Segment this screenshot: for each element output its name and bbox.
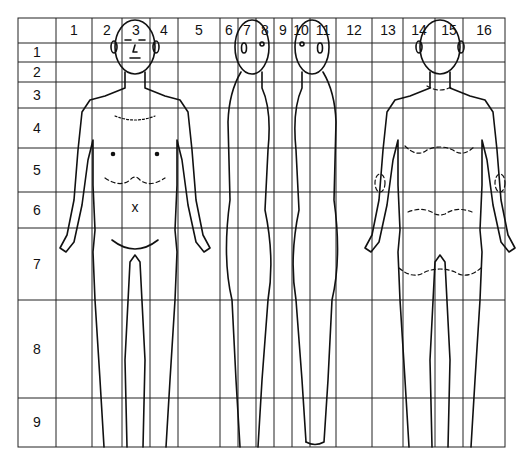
column-number: 15 bbox=[441, 22, 457, 38]
row-number: 4 bbox=[33, 120, 41, 136]
side-figure bbox=[226, 20, 270, 447]
column-number: 7 bbox=[243, 22, 251, 38]
front-figure bbox=[60, 20, 210, 447]
column-number: 12 bbox=[346, 22, 362, 38]
column-number: 8 bbox=[261, 22, 269, 38]
column-number: 4 bbox=[160, 22, 168, 38]
row-number: 7 bbox=[33, 256, 41, 272]
row-number: 1 bbox=[33, 44, 41, 60]
column-number: 5 bbox=[195, 22, 203, 38]
column-number: 3 bbox=[132, 22, 140, 38]
row-number: 5 bbox=[33, 162, 41, 178]
column-number: 11 bbox=[316, 22, 331, 38]
side-figure bbox=[293, 20, 337, 445]
row-number: 2 bbox=[33, 64, 41, 80]
row-number: 6 bbox=[33, 202, 41, 218]
row-number: 9 bbox=[33, 414, 41, 430]
column-number: 6 bbox=[225, 22, 233, 38]
column-number: 13 bbox=[380, 22, 396, 38]
column-number: 1 bbox=[70, 22, 78, 38]
column-number: 10 bbox=[293, 22, 309, 38]
grid bbox=[18, 18, 505, 447]
column-number: 2 bbox=[103, 22, 111, 38]
row-number: 3 bbox=[33, 87, 41, 103]
column-number: 9 bbox=[279, 22, 287, 38]
row-number: 8 bbox=[33, 341, 41, 357]
back-figure bbox=[365, 20, 515, 447]
column-number: 14 bbox=[411, 22, 427, 38]
landmark-mark: x bbox=[132, 199, 139, 215]
column-number: 16 bbox=[476, 22, 492, 38]
